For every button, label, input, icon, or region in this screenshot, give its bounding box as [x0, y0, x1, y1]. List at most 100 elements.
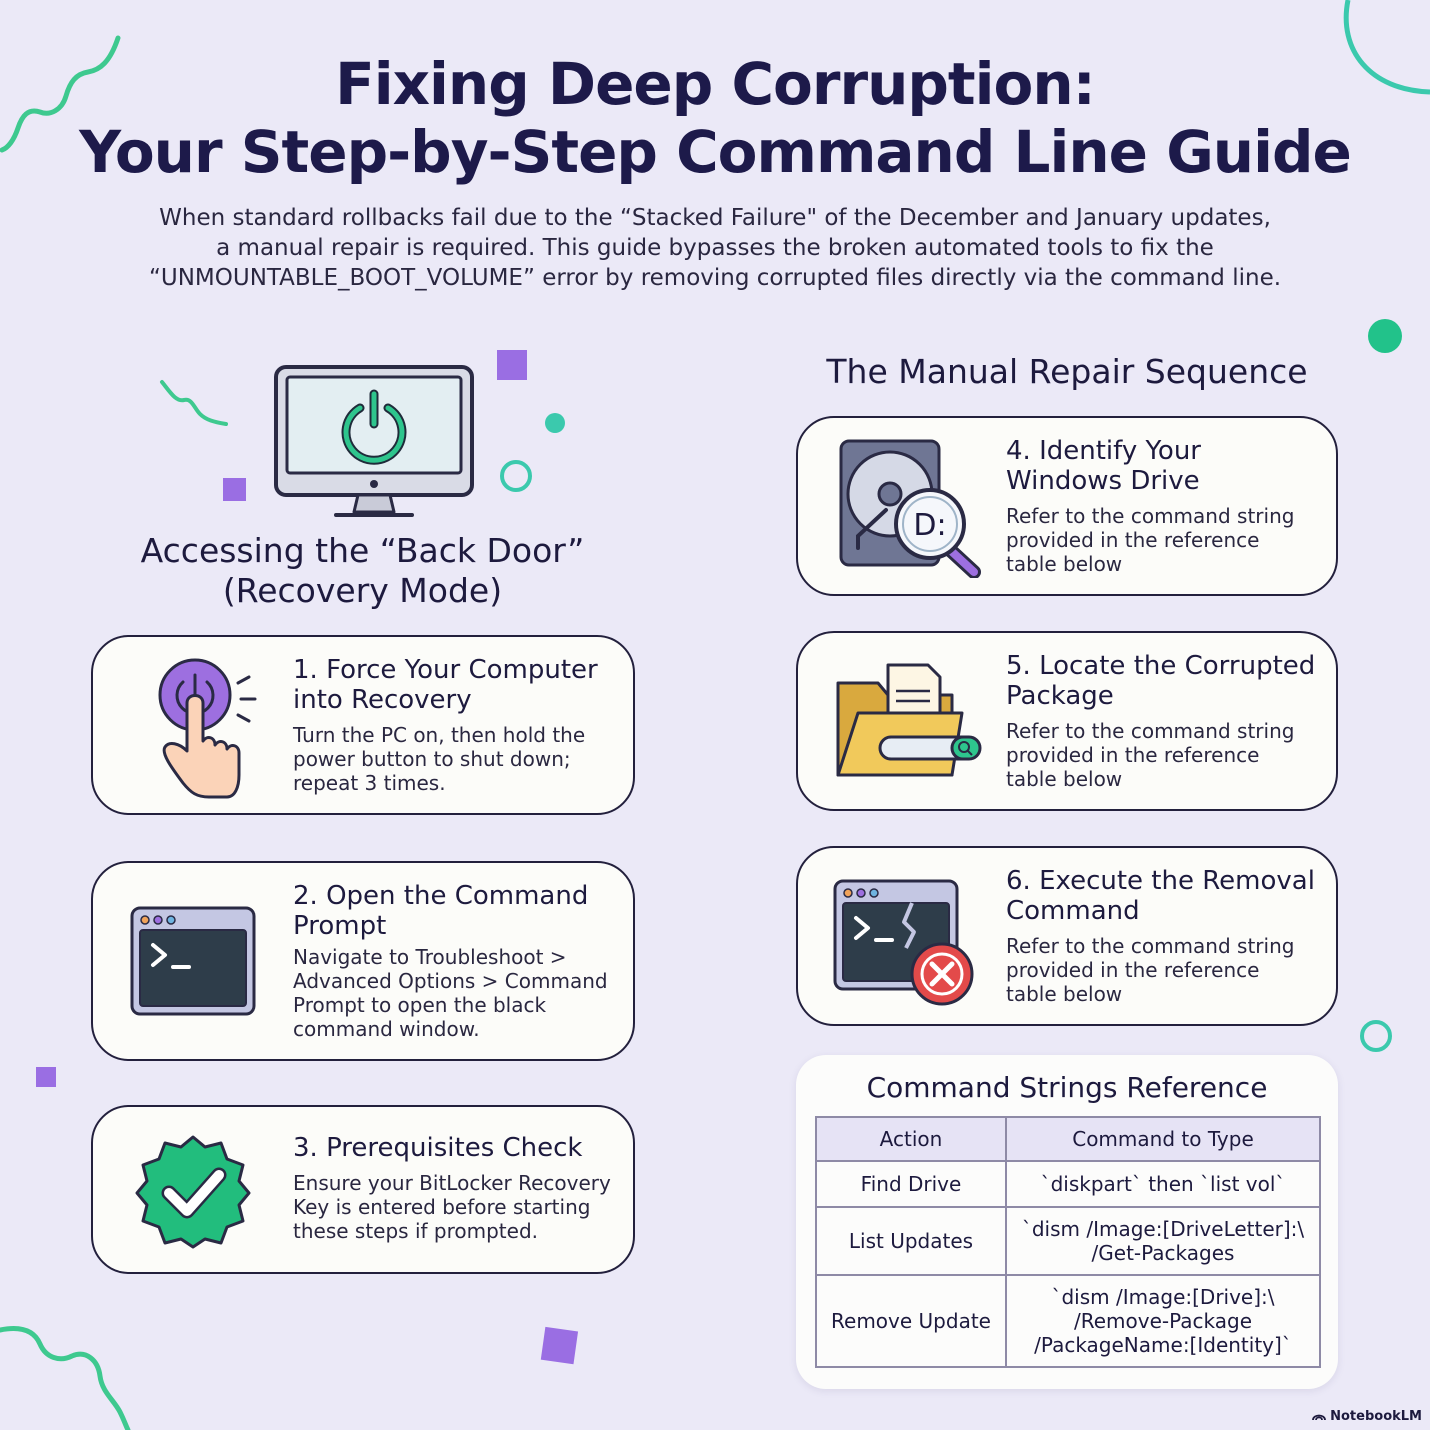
left-section-title: Accessing the “Back Door” (Recovery Mode… [90, 531, 635, 611]
step-desc-line: table below [1006, 552, 1123, 576]
table-row: Find Drive `diskpart` then `list vol` [815, 1160, 1321, 1208]
step-description: Navigate to Troubleshoot > Advanced Opti… [293, 945, 623, 1041]
step-title-line: Prompt [293, 911, 387, 941]
command-cell[interactable]: `diskpart` then `list vol` [1005, 1160, 1321, 1208]
step-desc-line: Key is entered before starting [293, 1195, 591, 1219]
dot-green-right [1368, 319, 1402, 353]
step-desc-line: provided in the reference [1006, 743, 1260, 767]
step-desc-line: Advanced Options > Command [293, 969, 608, 993]
notebooklm-brand: NotebookLM [1311, 1409, 1422, 1424]
step-4-text: 4. Identify Your Windows Drive Refer to … [1006, 436, 1326, 576]
step-title: 3. Prerequisites Check [293, 1133, 583, 1163]
squiggle-top-left [0, 35, 121, 153]
ring-teal [500, 460, 532, 492]
step-title: 1. Force Your Computer into Recovery [293, 655, 623, 715]
step-desc-line: Ensure your BitLocker Recovery [293, 1171, 611, 1195]
step-description: Refer to the command string provided in … [1006, 934, 1326, 1006]
drive-letter-label: D: [913, 508, 946, 543]
step-desc-line: repeat 3 times. [293, 771, 446, 795]
step-title-line: 2. Open the Command [293, 881, 589, 911]
left-section-title-line: Accessing the “Back Door” [140, 531, 585, 570]
page-title-line1: Fixing Deep Corruption: [335, 50, 1096, 118]
step-desc-line: Refer to the command string [1006, 504, 1295, 528]
step-title-line: Package [1006, 681, 1114, 711]
step-title-line: 5. Locate the Corrupted [1006, 651, 1316, 681]
folder-package-search-icon [836, 663, 982, 777]
action-cell: List Updates [815, 1206, 1007, 1276]
step-desc-line: Refer to the command string [1006, 719, 1295, 743]
command-reference-table: Action Command to Type Find Drive `diskp… [815, 1116, 1321, 1368]
step-title-line: Windows Drive [1006, 466, 1200, 496]
squiggle-bottom-left [0, 1326, 131, 1430]
square-purple-3 [36, 1067, 56, 1087]
reference-title: Command Strings Reference [866, 1071, 1268, 1104]
brand-label: NotebookLM [1330, 1409, 1422, 1424]
step-desc-line: provided in the reference [1006, 958, 1260, 982]
step-title-line: Command [1006, 896, 1140, 926]
step-title: 5. Locate the Corrupted Package [1006, 651, 1326, 711]
table-row: Remove Update `dism /Image:[Drive]:\ /Re… [815, 1274, 1321, 1368]
arc-top-right [1343, 0, 1430, 95]
square-purple-1 [497, 350, 527, 380]
right-section-title: The Manual Repair Sequence [826, 352, 1308, 391]
intro-line: a manual repair is required. This guide … [216, 235, 1214, 261]
step-description: Refer to the command string provided in … [1006, 504, 1326, 576]
page-title-line2: Your Step-by-Step Command Line Guide [79, 118, 1352, 186]
step-title: 6. Execute the Removal Command [1006, 866, 1326, 926]
step-desc-line: these steps if prompted. [293, 1219, 538, 1243]
step-6-text: 6. Execute the Removal Command Refer to … [1006, 866, 1326, 1006]
step-1-text: 1. Force Your Computer into Recovery Tur… [293, 655, 623, 795]
step-card-3: 3. Prerequisites Check Ensure your BitLo… [91, 1105, 635, 1274]
step-title-line: 6. Execute the Removal [1006, 866, 1315, 896]
ring-teal-right [1360, 1020, 1392, 1052]
notebooklm-logo-icon [1311, 1414, 1326, 1421]
step-3-text: 3. Prerequisites Check Ensure your BitLo… [293, 1133, 623, 1243]
table-row: List Updates `dism /Image:[DriveLetter]:… [815, 1206, 1321, 1276]
command-cell[interactable]: `dism /Image:[Drive]:\ /Remove-Package /… [1005, 1274, 1321, 1368]
step-desc-line: Prompt to open the black [293, 993, 547, 1017]
command-cell[interactable]: `dism /Image:[DriveLetter]:\ /Get-Packag… [1005, 1206, 1321, 1276]
step-title-line: into Recovery [293, 685, 472, 715]
step-desc-line: power button to shut down; [293, 747, 571, 771]
power-button-press-icon [158, 658, 257, 799]
step-title: 4. Identify Your Windows Drive [1006, 436, 1326, 496]
step-card-5: 5. Locate the Corrupted Package Refer to… [796, 631, 1338, 811]
square-purple-4 [540, 1326, 579, 1365]
step-2-text: 2. Open the Command Prompt Navigate to T… [293, 881, 623, 1041]
step-desc-line: table below [1006, 982, 1123, 1006]
table-header-row: Action Command to Type [815, 1116, 1321, 1162]
dot-teal [545, 413, 565, 433]
intro-line: When standard rollbacks fail due to the … [159, 205, 1271, 231]
squiggle-left-small [160, 380, 228, 426]
step-desc-line: Refer to the command string [1006, 934, 1295, 958]
column-header-action: Action [815, 1116, 1007, 1162]
left-section-title-line: (Recovery Mode) [222, 571, 503, 610]
step-desc-line: command window. [293, 1017, 480, 1041]
intro-line: “UNMOUNTABLE_BOOT_VOLUME” error by remov… [148, 265, 1282, 291]
command-reference-panel: Command Strings Reference Action Command… [796, 1055, 1338, 1389]
monitor-power-icon [274, 365, 474, 517]
column-header-command: Command to Type [1005, 1116, 1321, 1162]
step-card-1: 1. Force Your Computer into Recovery Tur… [91, 635, 635, 815]
step-card-4: D: 4. Identify Your Windows Drive Refer … [796, 416, 1338, 596]
action-cell: Find Drive [815, 1160, 1007, 1208]
step-description: Turn the PC on, then hold the power butt… [293, 723, 623, 795]
square-purple-2 [223, 478, 246, 501]
step-desc-line: table below [1006, 767, 1123, 791]
step-card-6: 6. Execute the Removal Command Refer to … [796, 846, 1338, 1026]
terminal-window-icon [130, 906, 256, 1016]
step-card-2: 2. Open the Command Prompt Navigate to T… [91, 861, 635, 1061]
intro-text: When standard rollbacks fail due to the … [95, 203, 1335, 293]
step-desc-line: provided in the reference [1006, 528, 1260, 552]
step-desc-line: Navigate to Troubleshoot > [293, 945, 567, 969]
hard-drive-search-icon: D: [839, 439, 981, 578]
broken-terminal-error-icon [833, 879, 974, 1006]
step-title: 2. Open the Command Prompt [293, 881, 623, 941]
action-cell: Remove Update [815, 1274, 1007, 1368]
step-title-line: 4. Identify Your [1006, 436, 1201, 466]
step-title-line: 1. Force Your Computer [293, 655, 598, 685]
step-5-text: 5. Locate the Corrupted Package Refer to… [1006, 651, 1326, 791]
verified-check-badge-icon [135, 1135, 251, 1249]
step-desc-line: Turn the PC on, then hold the [293, 723, 586, 747]
